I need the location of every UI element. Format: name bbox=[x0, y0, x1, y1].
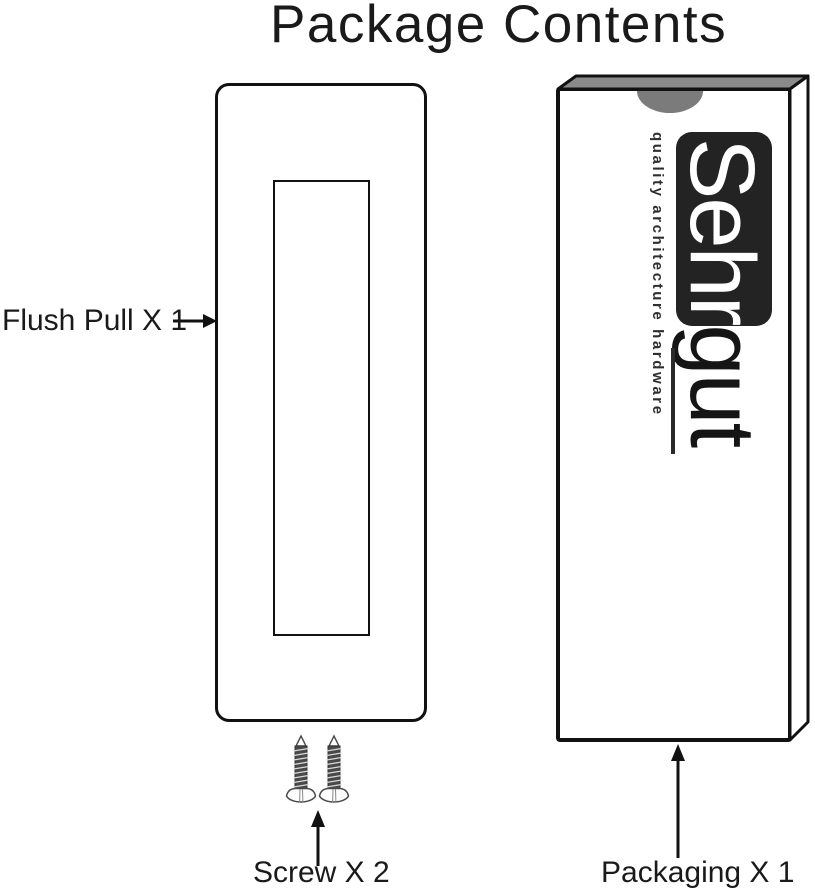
brand-wordmark: Sehrgut bbox=[671, 138, 773, 447]
brand-logo: Sehrgut quality architecture hardware bbox=[638, 130, 773, 465]
brand-tagline: quality architecture hardware bbox=[649, 132, 666, 417]
screw-label: Screw X 2 bbox=[253, 856, 390, 889]
brand-primary-text: Sehr bbox=[671, 138, 773, 325]
arrow-up-icon bbox=[311, 810, 325, 866]
box-thumb-notch bbox=[637, 91, 703, 113]
arrow-up-icon bbox=[671, 744, 685, 858]
arrow-right-icon bbox=[173, 314, 217, 328]
box-side-face bbox=[788, 74, 810, 742]
tagline-underline bbox=[671, 348, 675, 454]
flush-pull-recess bbox=[273, 180, 370, 636]
box-top-face bbox=[556, 74, 810, 91]
screw-icon bbox=[285, 734, 317, 803]
page-title: Package Contents bbox=[270, 0, 728, 54]
packaging-label: Packaging X 1 bbox=[601, 856, 795, 889]
brand-secondary-text: gut bbox=[671, 324, 773, 447]
flush-pull-label: Flush Pull X 1 bbox=[2, 304, 188, 337]
screw-icon bbox=[318, 734, 350, 803]
